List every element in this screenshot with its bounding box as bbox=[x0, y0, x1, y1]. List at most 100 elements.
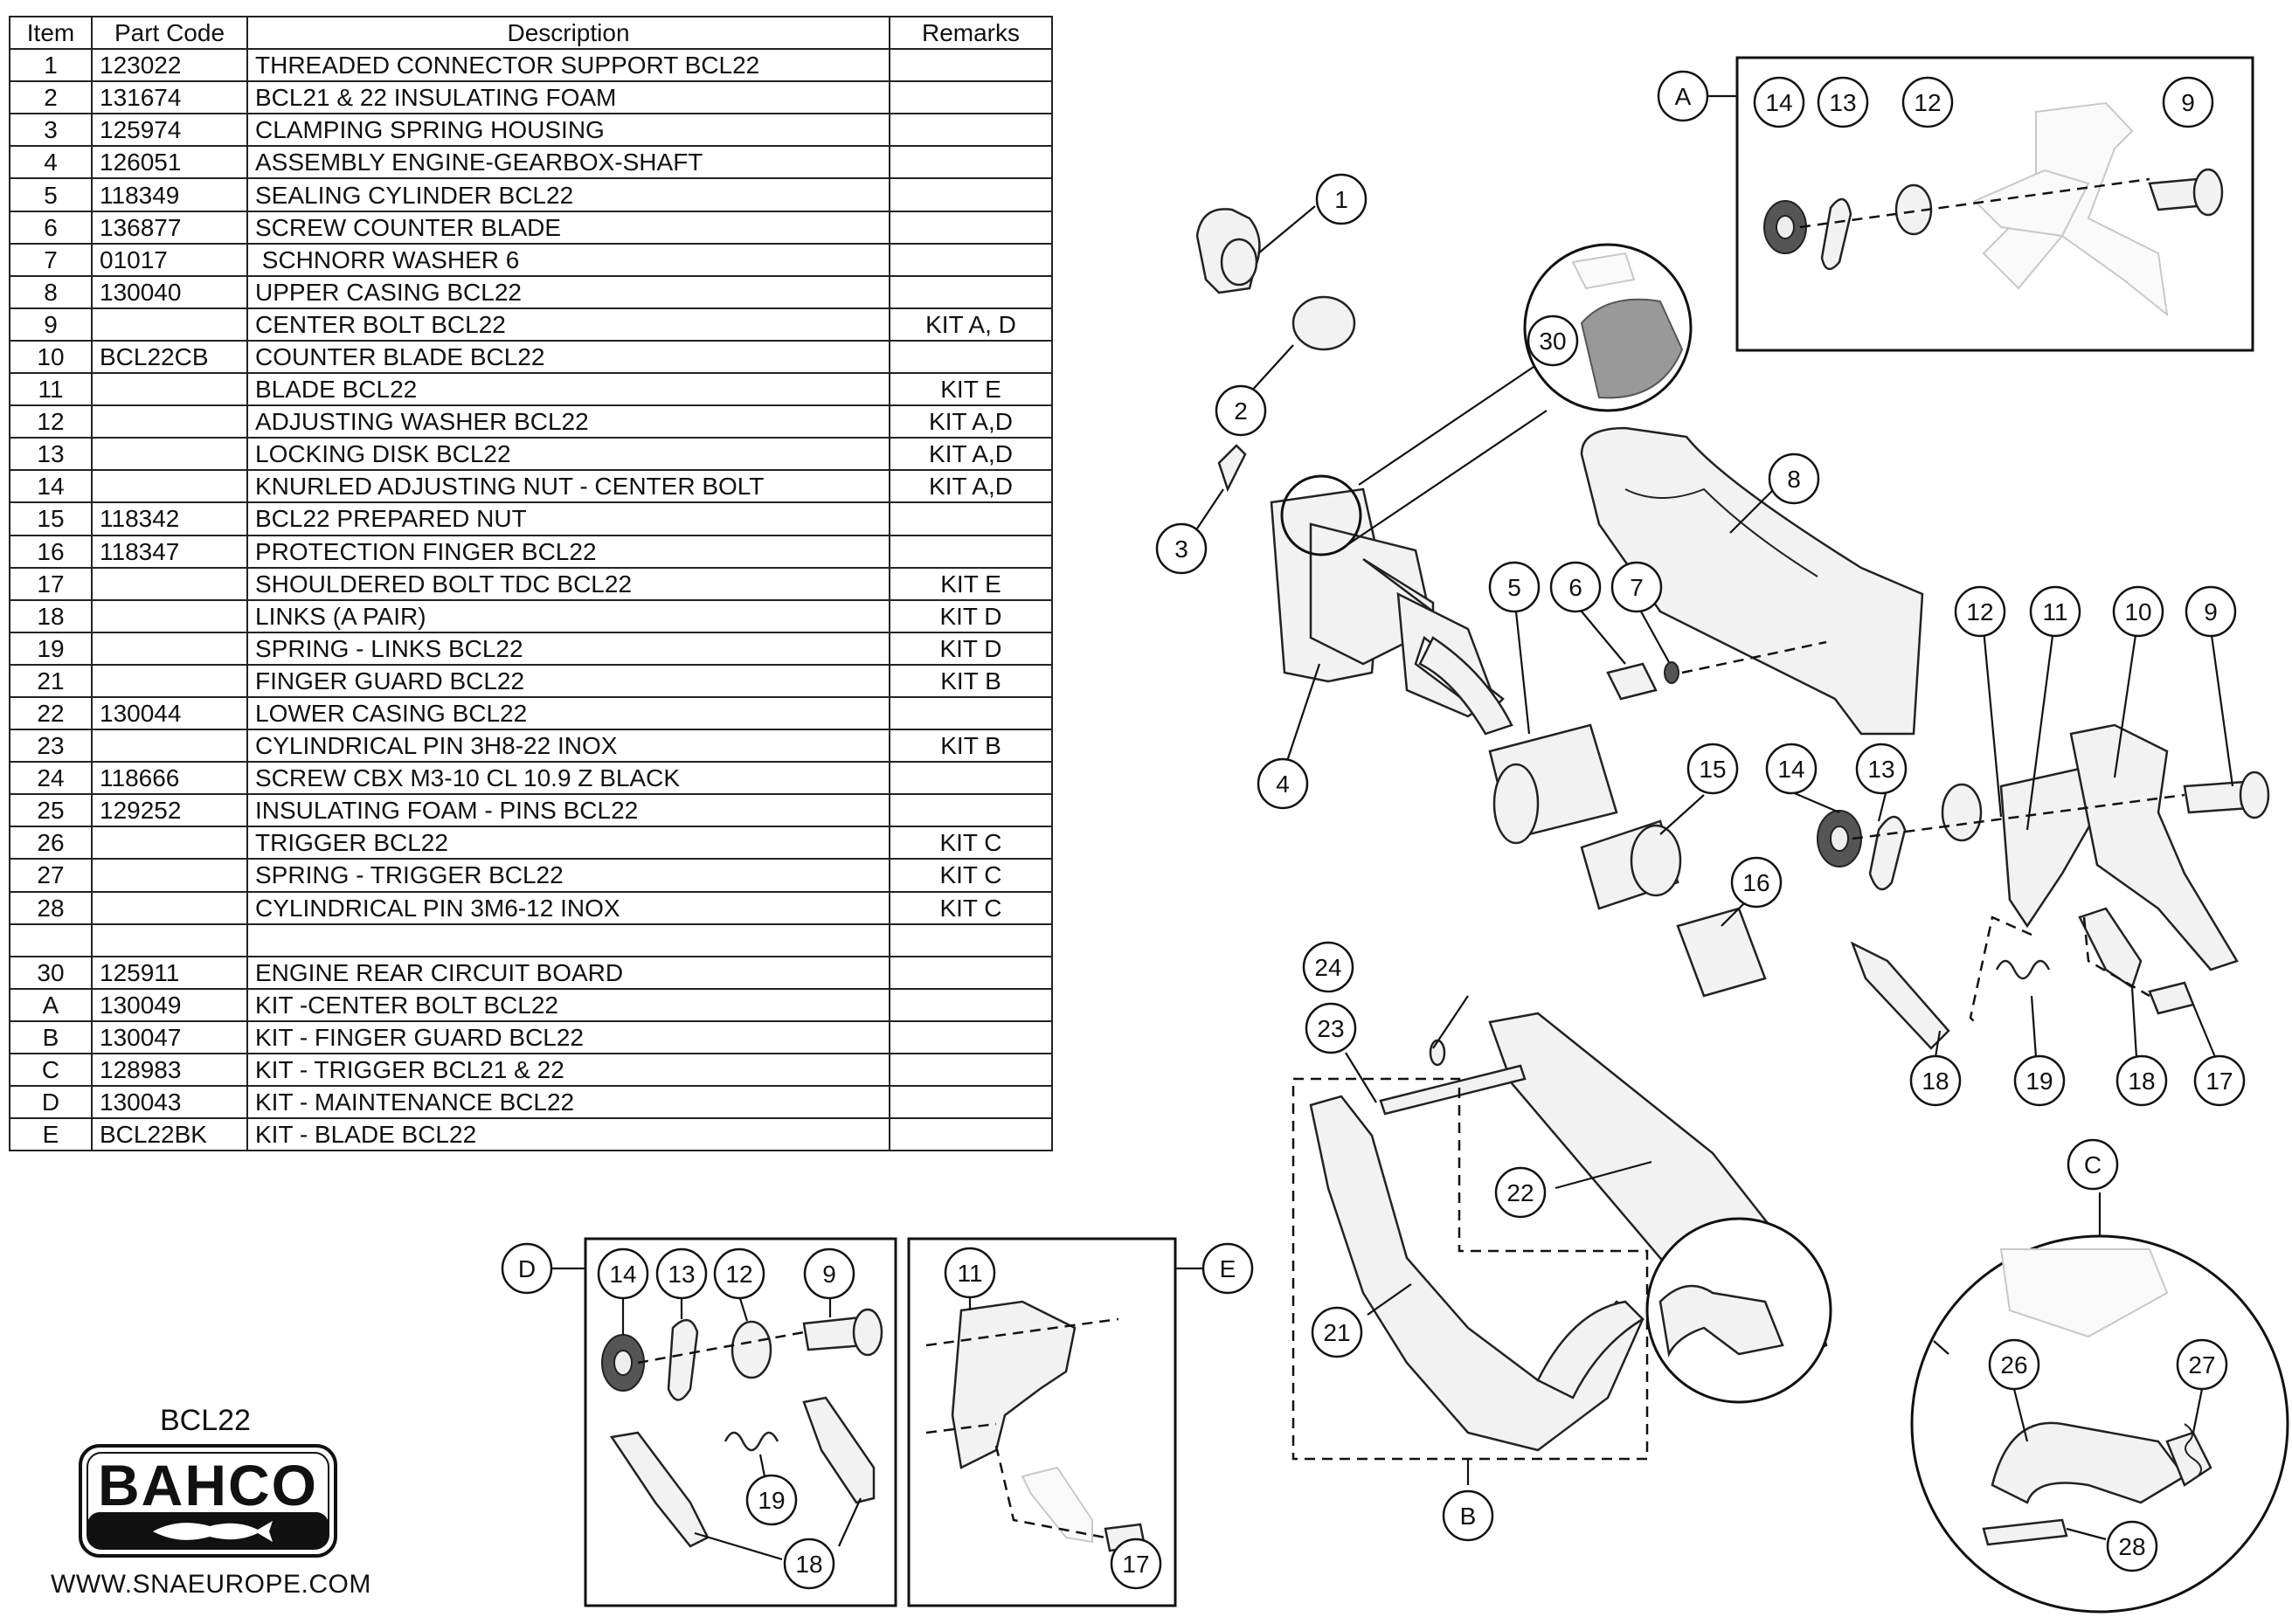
description-cell: INSULATING FOAM - PINS BCL22 bbox=[246, 793, 890, 828]
part-7-washer bbox=[1640, 611, 1827, 684]
description-cell: BLADE BCL22 bbox=[246, 372, 890, 407]
item-cell: 22 bbox=[9, 695, 93, 731]
description-cell: SEALING CYLINDER BCL22 bbox=[246, 177, 890, 212]
item-cell: 24 bbox=[9, 761, 93, 796]
kit-d-parts bbox=[601, 1292, 883, 1561]
item-cell: 23 bbox=[9, 729, 93, 764]
part-15-prepared-nut bbox=[1580, 794, 1705, 910]
svg-text:17: 17 bbox=[2205, 1068, 2233, 1095]
callout-e11: 11 bbox=[944, 1247, 996, 1299]
item-cell: 17 bbox=[9, 566, 93, 601]
callout-1: 1 bbox=[1315, 173, 1368, 225]
callout-23: 23 bbox=[1305, 1002, 1357, 1054]
part-code-cell bbox=[91, 663, 248, 698]
remarks-cell bbox=[889, 761, 1053, 796]
item-cell: C bbox=[9, 1052, 93, 1088]
header-part-code: Part Code bbox=[91, 15, 248, 51]
item-cell: 4 bbox=[9, 145, 93, 180]
description-cell: FINGER GUARD BCL22 bbox=[246, 663, 890, 698]
kit-e-parts bbox=[925, 1293, 1146, 1552]
part-2-insulating-foam bbox=[1249, 295, 1356, 394]
callout-m13: 13 bbox=[1855, 743, 1908, 795]
part-code-cell: 118666 bbox=[91, 761, 248, 796]
description-cell: KIT - FINGER GUARD BCL22 bbox=[246, 1019, 890, 1055]
svg-text:4: 4 bbox=[1276, 771, 1290, 798]
svg-text:2: 2 bbox=[1234, 397, 1248, 425]
description-cell: TRIGGER BCL22 bbox=[246, 826, 890, 860]
part-code-cell: 136877 bbox=[91, 210, 248, 245]
part-code-cell bbox=[91, 858, 248, 893]
remarks-cell: KIT C bbox=[889, 890, 1053, 925]
item-cell: 19 bbox=[9, 631, 93, 666]
svg-text:5: 5 bbox=[1507, 574, 1521, 601]
remarks-cell: KIT A, D bbox=[889, 307, 1053, 342]
item-cell: 16 bbox=[9, 534, 93, 569]
item-cell: D bbox=[9, 1085, 93, 1120]
header-item: Item bbox=[9, 15, 93, 51]
item-cell: 3 bbox=[9, 113, 93, 148]
part-code-cell bbox=[91, 566, 248, 601]
svg-text:9: 9 bbox=[2181, 89, 2195, 116]
callout-kit-d: D bbox=[501, 1242, 553, 1295]
part-code-cell bbox=[91, 437, 248, 472]
item-cell: 30 bbox=[9, 955, 93, 990]
part-code-cell: 118342 bbox=[91, 501, 248, 536]
callout-2: 2 bbox=[1215, 384, 1267, 437]
svg-text:18: 18 bbox=[2128, 1068, 2155, 1095]
part-code-cell: 123022 bbox=[91, 48, 248, 83]
remarks-cell bbox=[889, 987, 1053, 1022]
part-code-cell: BCL22CB bbox=[91, 339, 248, 375]
remarks-cell bbox=[889, 1085, 1053, 1120]
callout-4: 4 bbox=[1257, 757, 1309, 810]
svg-text:7: 7 bbox=[1630, 574, 1644, 601]
item-cell: 9 bbox=[9, 307, 93, 342]
item-cell: B bbox=[9, 1019, 93, 1055]
description-cell: SPRING - LINKS BCL22 bbox=[246, 631, 890, 666]
part-code-cell bbox=[91, 598, 248, 633]
description-cell: ENGINE REAR CIRCUIT BOARD bbox=[246, 955, 890, 990]
svg-text:B: B bbox=[1460, 1503, 1477, 1530]
item-cell: 13 bbox=[9, 437, 93, 472]
callout-a14: 14 bbox=[1753, 76, 1805, 128]
svg-text:26: 26 bbox=[2000, 1351, 2027, 1379]
kit-d-box bbox=[584, 1237, 897, 1607]
remarks-cell: KIT A,D bbox=[889, 404, 1053, 439]
callout-5: 5 bbox=[1488, 561, 1541, 613]
description-cell bbox=[246, 923, 890, 957]
part-4-engine-assembly bbox=[1270, 474, 1513, 770]
description-cell: KIT -CENTER BOLT BCL22 bbox=[246, 987, 890, 1022]
svg-text:E: E bbox=[1220, 1255, 1236, 1282]
remarks-cell bbox=[889, 339, 1053, 375]
svg-text:28: 28 bbox=[2118, 1533, 2145, 1560]
part-code-cell: 130043 bbox=[91, 1085, 248, 1120]
table-row bbox=[9, 923, 1053, 957]
callout-kit-c: C bbox=[2067, 1138, 2119, 1191]
part-16-protection-finger bbox=[1676, 899, 1767, 998]
remarks-cell bbox=[889, 534, 1053, 569]
callout-m9: 9 bbox=[2185, 585, 2237, 638]
item-cell: 15 bbox=[9, 501, 93, 536]
callout-15: 15 bbox=[1686, 743, 1739, 795]
remarks-cell bbox=[889, 80, 1053, 115]
part-1-connector-support bbox=[1195, 205, 1316, 294]
item-cell: 2 bbox=[9, 80, 93, 115]
svg-text:A: A bbox=[1675, 83, 1692, 110]
callout-m19: 19 bbox=[2013, 1054, 2066, 1107]
description-cell: SCREW CBX M3-10 CL 10.9 Z BLACK bbox=[246, 761, 890, 796]
remarks-cell bbox=[889, 210, 1053, 245]
